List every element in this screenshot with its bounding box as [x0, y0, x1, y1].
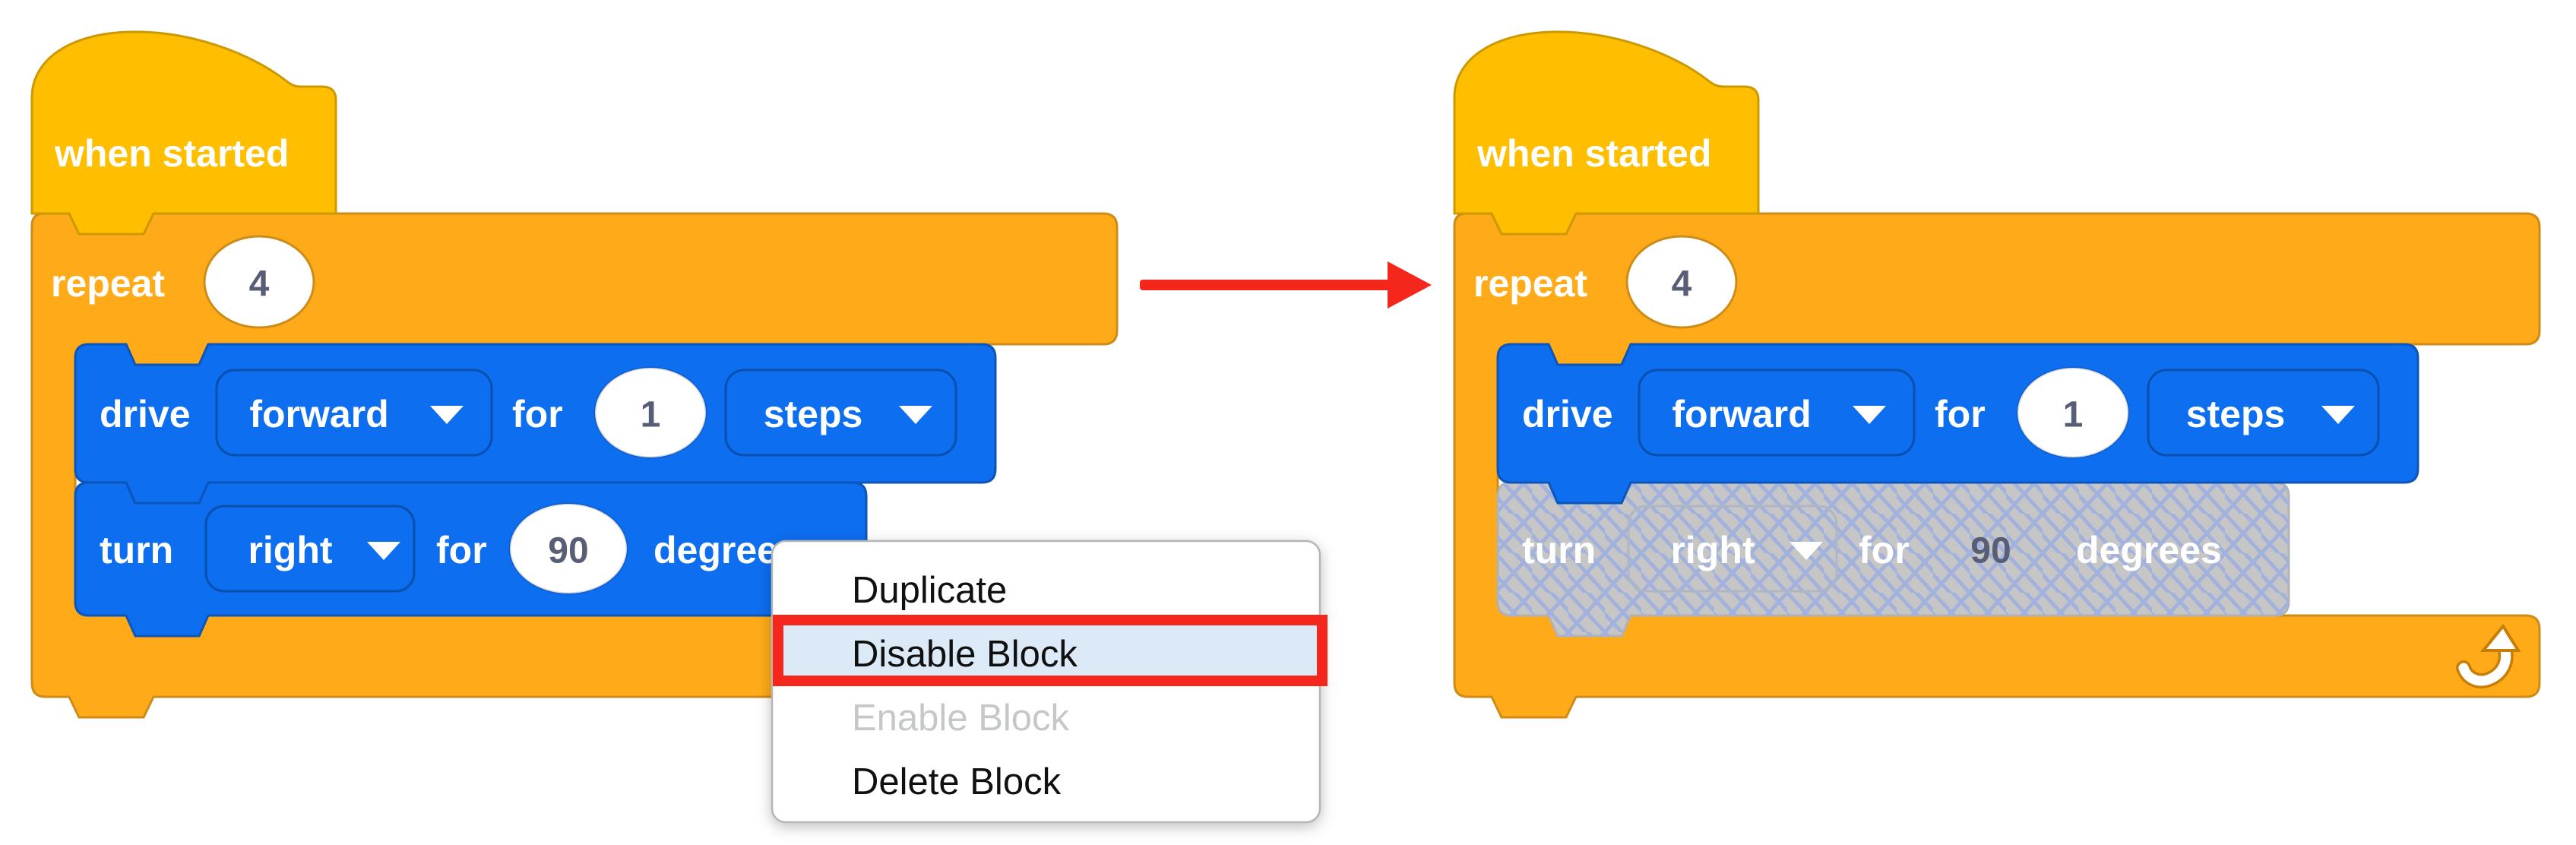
turn-for-label: for [436, 529, 487, 571]
caret-down-icon [2321, 406, 2355, 424]
menu-item-delete-block[interactable]: Delete Block [852, 761, 1062, 802]
drive-unit-dropdown[interactable] [2147, 369, 2380, 457]
drive-label: drive [100, 393, 191, 435]
when-started-hat-block[interactable] [1453, 30, 1760, 236]
repeat-count-value: 4 [1672, 264, 1692, 305]
menu-item-duplicate[interactable]: Duplicate [852, 570, 1007, 611]
repeat-count-input[interactable] [1625, 235, 1738, 329]
turn-direction-value: right [1670, 529, 1755, 571]
menu-item-label: Delete Block [852, 761, 1062, 802]
loop-arrow-icon [2456, 623, 2521, 688]
drive-direction-dropdown[interactable] [215, 369, 493, 457]
turn-for-label: for [1859, 529, 1910, 571]
drive-unit-value: steps [764, 393, 863, 435]
drive-block[interactable] [1496, 343, 2419, 505]
drive-for-label: for [1935, 393, 1986, 435]
disabled-hatch-overlay [1498, 483, 2289, 636]
menu-item-disable-block[interactable]: Disable Block [852, 634, 1078, 675]
menu-item-label: Enable Block [852, 698, 1070, 739]
menu-item-label: Duplicate [852, 570, 1007, 611]
turn-label: turn [1522, 529, 1596, 571]
turn-value-input[interactable] [508, 502, 628, 595]
drive-label: drive [1522, 393, 1613, 435]
hat-label: when started [54, 132, 289, 175]
drive-value-input[interactable] [2016, 366, 2130, 459]
drive-unit-dropdown[interactable] [724, 369, 957, 457]
context-menu: Duplicate Disable Block Enable Block Del… [771, 540, 1328, 824]
hat-label: when started [1476, 132, 1711, 175]
repeat-label: repeat [1473, 262, 1587, 305]
turn-value: 90 [548, 531, 588, 571]
repeat-count-value: 4 [249, 264, 270, 305]
turn-direction-dropdown[interactable] [204, 505, 416, 593]
turn-label: turn [100, 529, 173, 571]
block-stack-before: when started repeat 4 drive forward for … [30, 30, 1119, 719]
repeat-label: repeat [51, 262, 165, 305]
arrow-shaft [1140, 280, 1392, 290]
transform-arrow [1140, 261, 1432, 309]
drive-for-label: for [512, 393, 563, 435]
turn-unit-label: degrees [2076, 529, 2222, 571]
menu-item-label: Disable Block [852, 634, 1078, 675]
drive-direction-value: forward [249, 393, 388, 435]
drive-value: 1 [2063, 395, 2084, 435]
caret-down-icon [430, 406, 464, 424]
repeat-count-input[interactable] [203, 235, 315, 329]
turn-direction-dropdown[interactable] [1627, 505, 1838, 593]
caret-down-icon [1790, 542, 1823, 560]
arrow-head [1388, 261, 1432, 309]
turn-direction-value: right [248, 529, 332, 571]
turn-value: 90 [1970, 531, 2011, 571]
menu-item-enable-block: Enable Block [852, 698, 1070, 739]
caret-down-icon [367, 542, 400, 560]
when-started-hat-block[interactable] [30, 30, 337, 236]
drive-unit-value: steps [2186, 393, 2286, 435]
drive-direction-value: forward [1672, 393, 1811, 435]
drive-block[interactable] [74, 343, 997, 505]
caret-down-icon [1853, 406, 1886, 424]
drive-value: 1 [641, 395, 661, 435]
drive-value-input[interactable] [593, 366, 707, 459]
drive-direction-dropdown[interactable] [1638, 369, 1916, 457]
menu-item-highlight [773, 615, 1328, 686]
block-stack-after: when started repeat 4 drive forward for … [1453, 30, 2541, 719]
caret-down-icon [899, 406, 932, 424]
